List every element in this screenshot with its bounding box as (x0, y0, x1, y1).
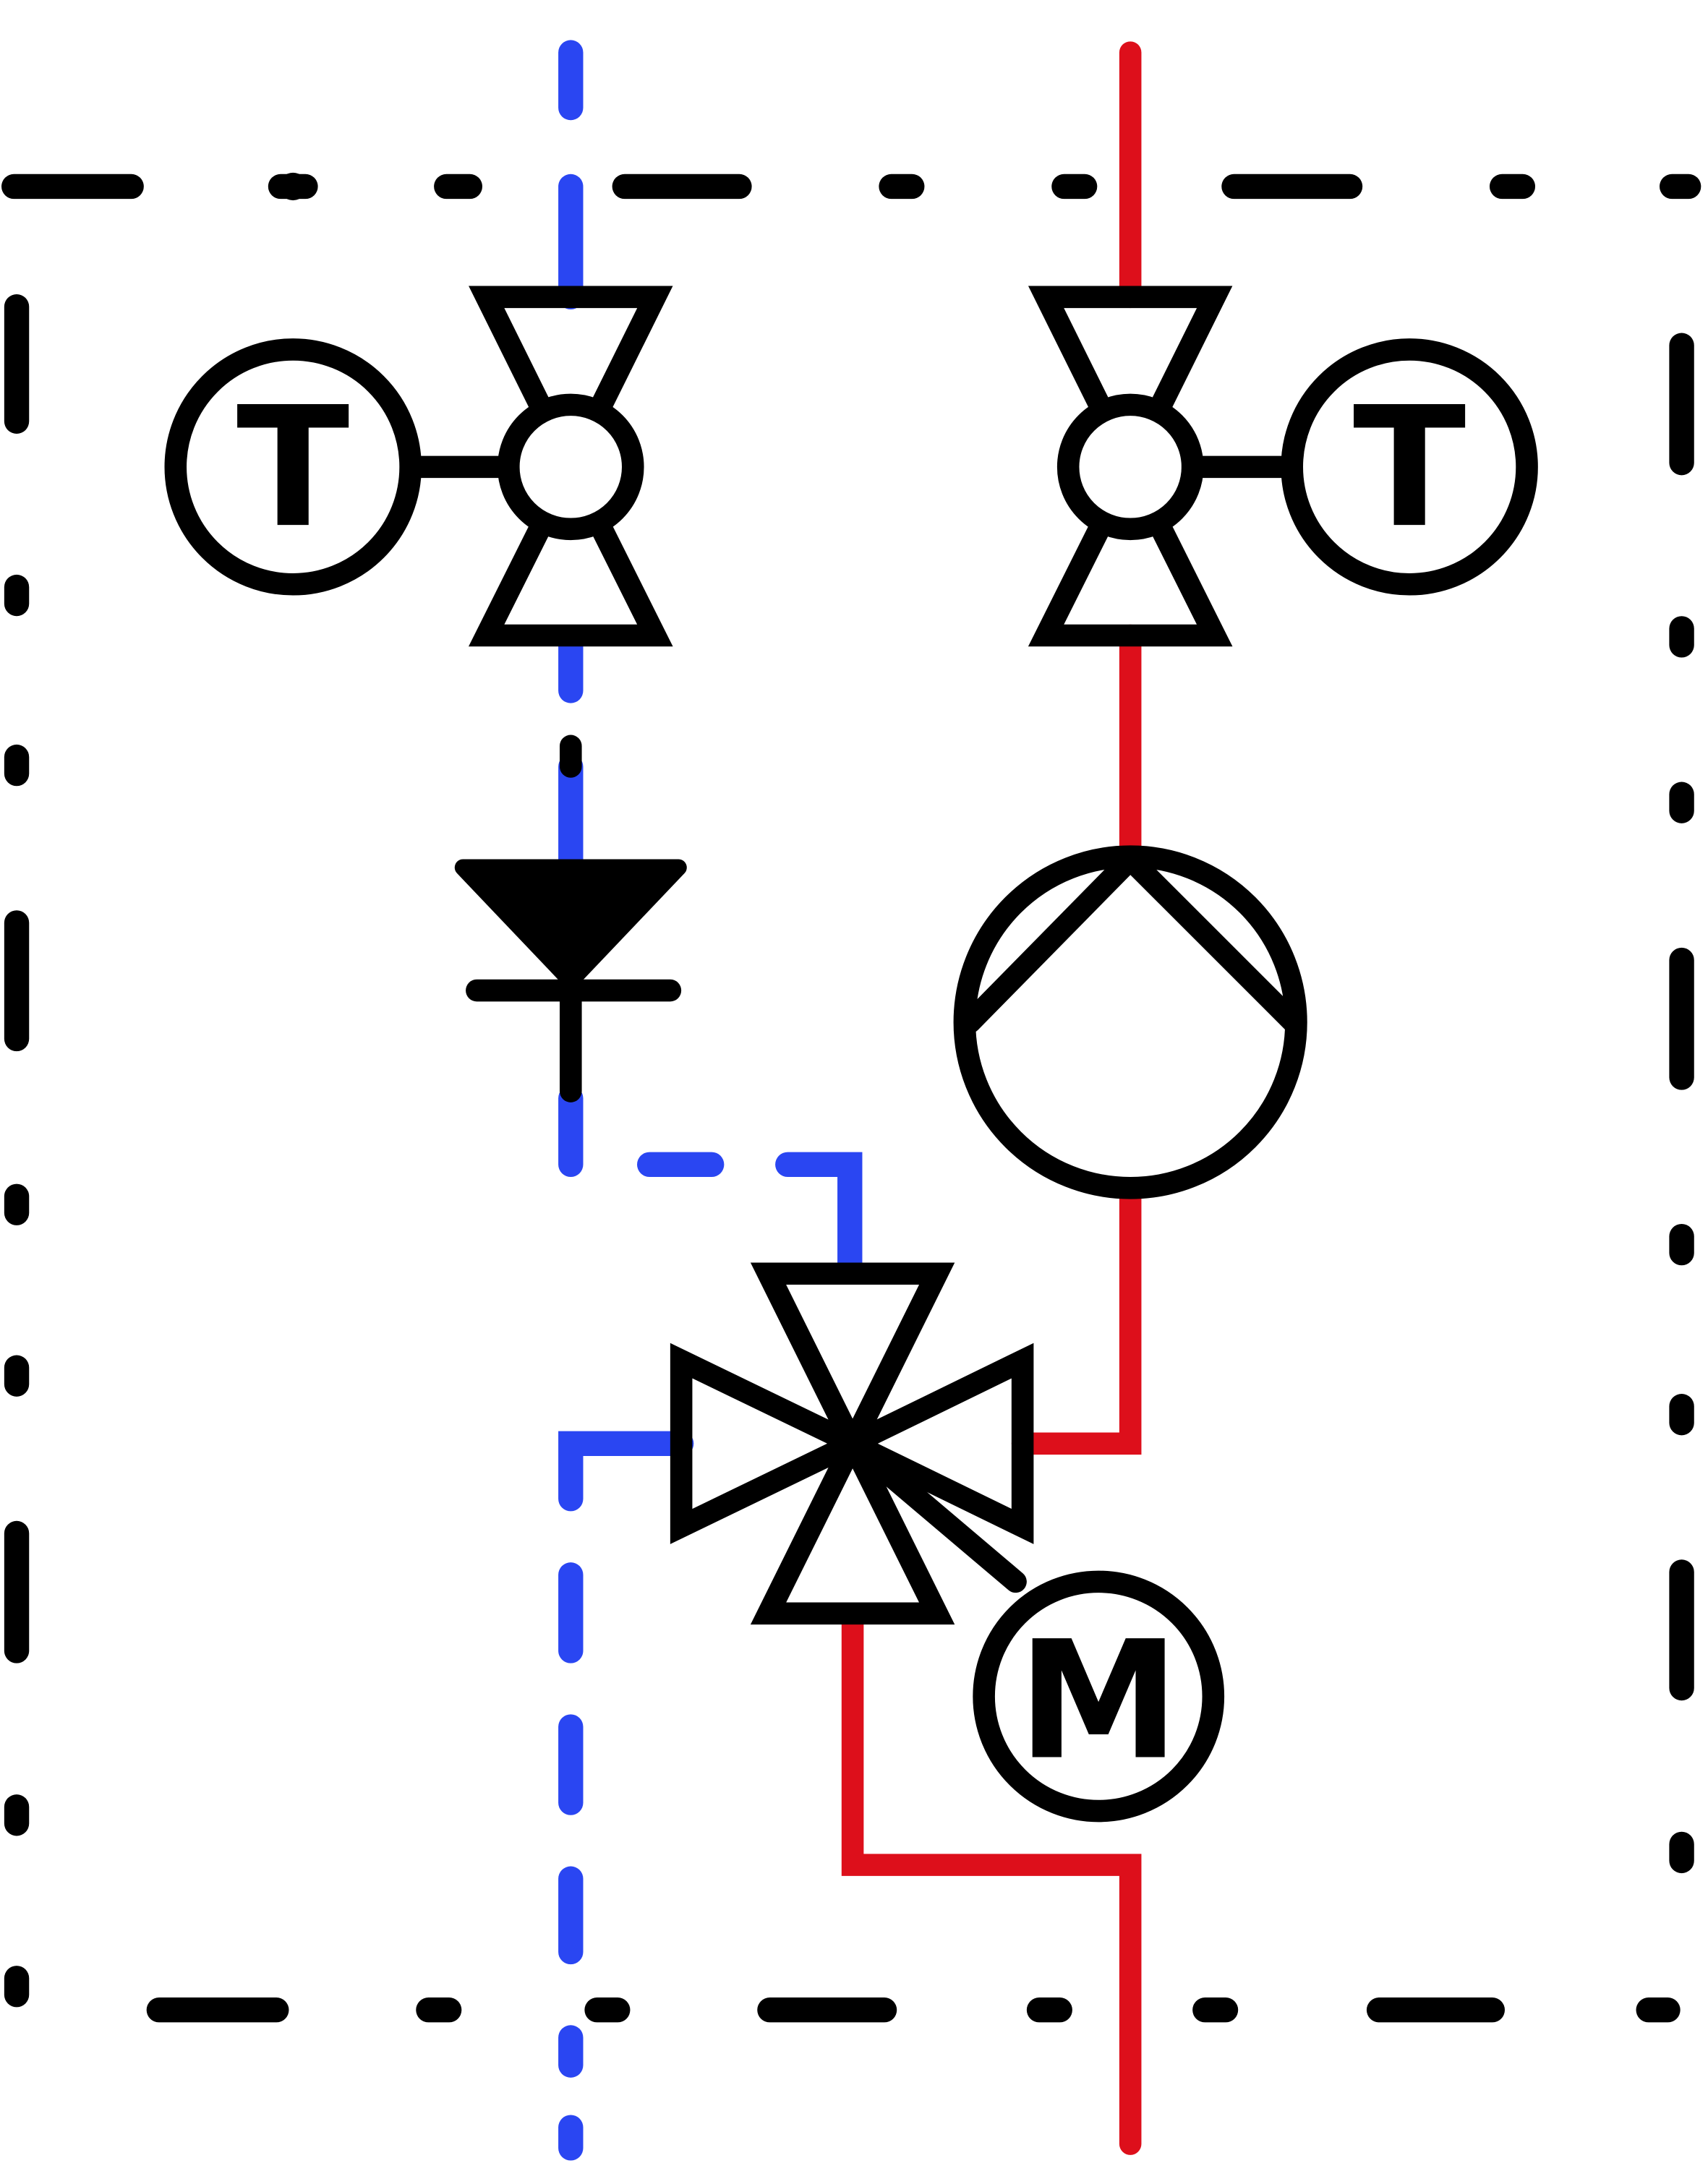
circulation-pump-icon (953, 845, 1307, 1199)
check-valve-icon (454, 735, 687, 1102)
sensor-left-letter: T (236, 372, 349, 565)
motor-actuator-icon: M (973, 1570, 1225, 1823)
module-boundary (1, 172, 1701, 2023)
sensor-right-letter: T (1353, 372, 1466, 565)
temperature-sensor-icon: T (164, 338, 422, 596)
four-way-mixing-valve-icon (670, 1262, 1034, 1625)
actuator-letter: M (1017, 1607, 1179, 1797)
temperature-sensor-icon: T (1281, 338, 1538, 596)
return-line (558, 40, 863, 2161)
supply-line (841, 41, 1142, 2155)
